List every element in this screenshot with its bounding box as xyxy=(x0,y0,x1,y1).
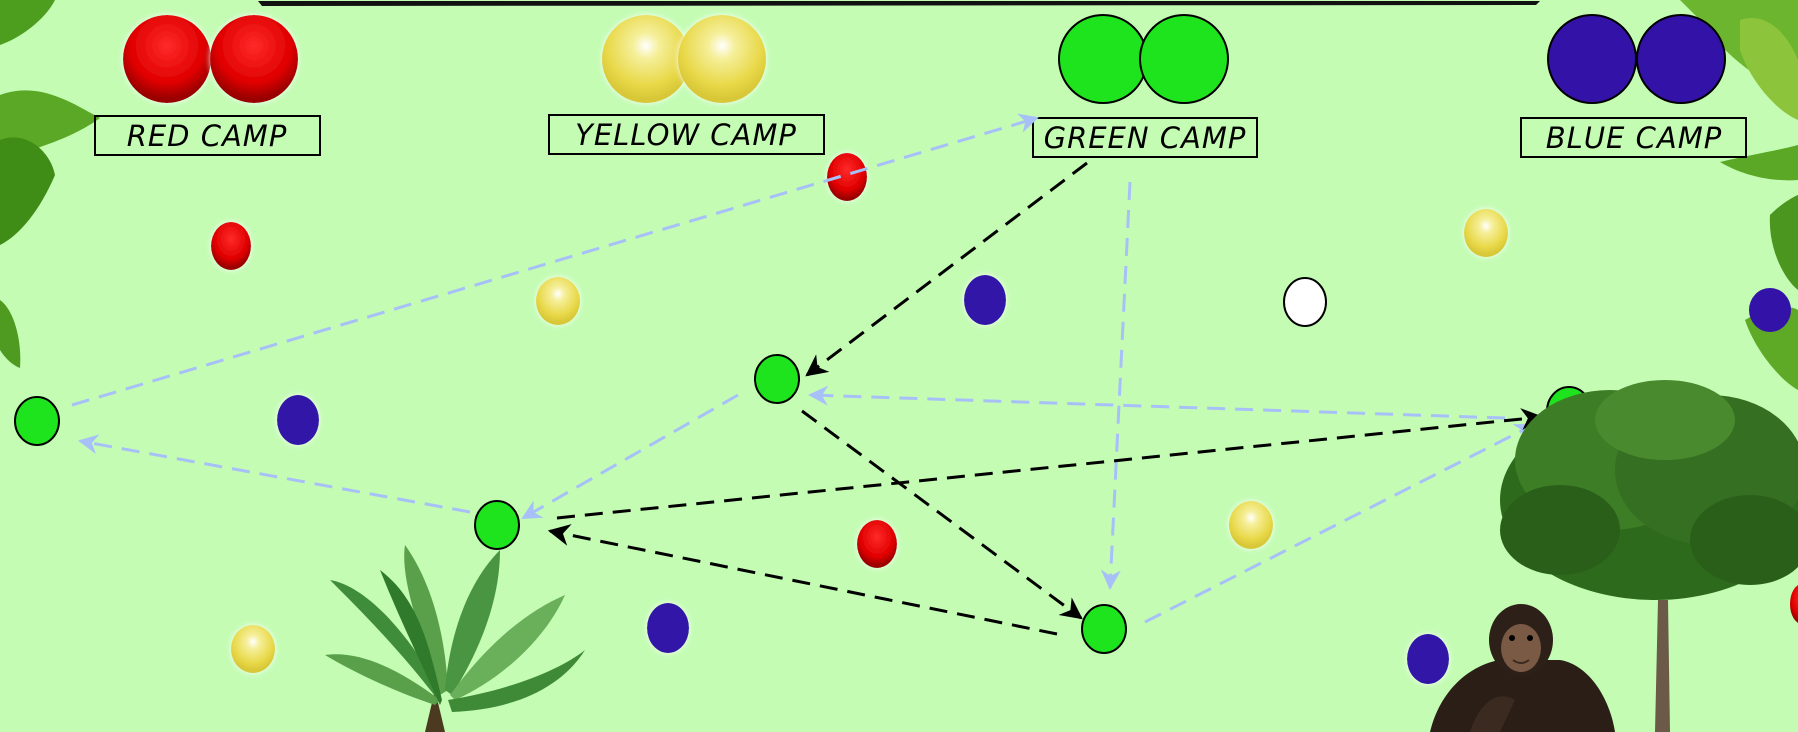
token-blue xyxy=(1407,634,1449,684)
green-node-a xyxy=(14,396,60,446)
tree-icon xyxy=(1500,380,1798,732)
camp-red-label: RED CAMP xyxy=(127,119,288,153)
camp-green-token xyxy=(1139,14,1229,104)
top-border-stroke xyxy=(258,1,1540,6)
arrow-black-camp-to-b xyxy=(805,161,1088,377)
green-path-nodes xyxy=(14,354,1592,654)
camp-green: GREEN CAMP xyxy=(1032,14,1258,158)
leaf-icon xyxy=(0,0,1798,390)
token-red xyxy=(211,222,251,270)
token-blue xyxy=(1749,288,1791,332)
green-node-e xyxy=(1081,604,1127,654)
token-blue xyxy=(964,275,1006,325)
camp-label-box xyxy=(1032,117,1258,158)
camp-red: RED CAMP xyxy=(94,15,321,156)
camp-yellow-token xyxy=(602,15,690,103)
arrows-black xyxy=(547,161,1544,636)
camp-blue-label: BLUE CAMP xyxy=(1546,121,1722,155)
camp-yellow-label: YELLOW CAMP xyxy=(575,118,797,152)
camp-label-box xyxy=(548,114,825,155)
token-red xyxy=(827,153,867,201)
arrow-light-b-to-c xyxy=(521,393,739,520)
green-node-c xyxy=(474,500,520,550)
camp-red-token xyxy=(123,15,211,103)
arrows-light xyxy=(71,113,1535,624)
token-yellow xyxy=(1229,501,1273,549)
arrow-light-c-to-a xyxy=(78,434,471,514)
chimpanzee-icon xyxy=(1430,604,1615,732)
camp-blue: BLUE CAMP xyxy=(1520,14,1747,158)
camp-yellow: YELLOW CAMP xyxy=(548,15,825,155)
arrow-light-e-to-d xyxy=(1144,423,1535,624)
camp-green-token xyxy=(1058,14,1148,104)
arrow-black-b-to-e xyxy=(801,409,1083,620)
token-red xyxy=(1790,585,1798,623)
arrow-light-d-to-b xyxy=(808,385,1506,420)
camp-blue-token xyxy=(1547,14,1637,104)
arrow-black-e-to-c xyxy=(547,524,1058,636)
scattered-tokens xyxy=(211,153,1798,684)
arrow-black-c-to-d xyxy=(556,408,1544,520)
camp-yellow-token xyxy=(678,15,766,103)
camp-green-label: GREEN CAMP xyxy=(1044,121,1247,155)
token-blue xyxy=(647,603,689,653)
camp-label-box xyxy=(1520,117,1747,158)
token-yellow xyxy=(231,625,275,673)
arrow-light-camp-to-e xyxy=(1100,181,1132,590)
green-node-b xyxy=(754,354,800,404)
camp-red-token xyxy=(210,15,298,103)
token-white xyxy=(1283,277,1327,327)
token-blue xyxy=(277,395,319,445)
token-yellow xyxy=(1464,209,1508,257)
camp-blue-token xyxy=(1636,14,1726,104)
token-red xyxy=(857,520,897,568)
token-yellow xyxy=(536,277,580,325)
camp-label-box xyxy=(94,115,321,156)
banana-plant-icon xyxy=(325,545,585,732)
